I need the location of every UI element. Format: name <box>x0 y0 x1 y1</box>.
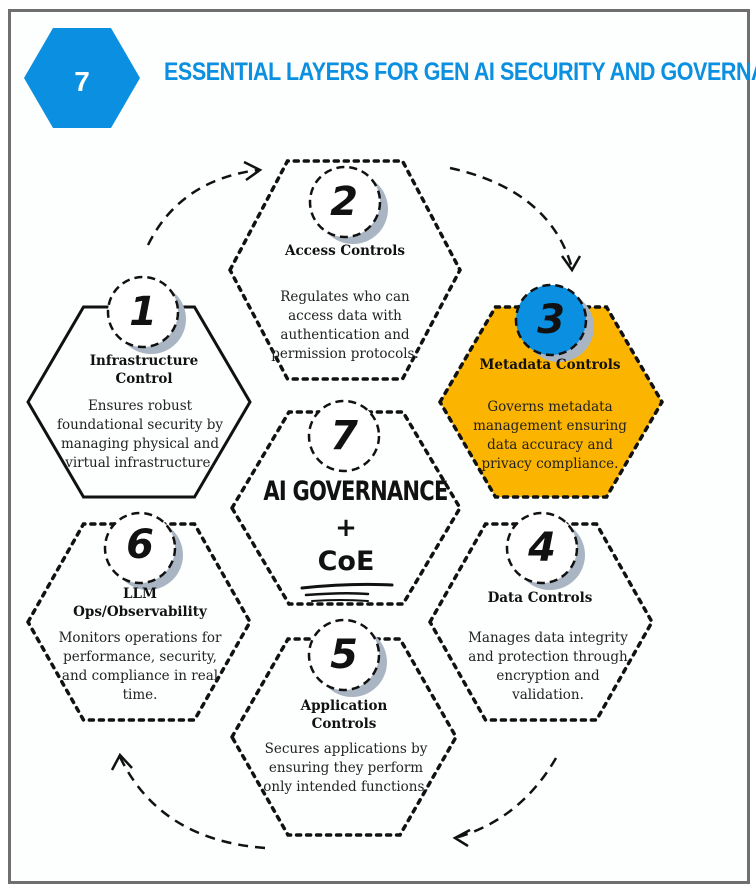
number-circle-6 <box>103 511 177 585</box>
number-circle-center <box>307 399 381 473</box>
layer-2-title: Access Controls <box>284 243 406 259</box>
page-title: ESSENTIAL LAYERS FOR GEN AI SECURITY AND… <box>164 58 756 86</box>
center-number: 7 <box>330 413 358 459</box>
hex-layer-6 <box>25 522 253 722</box>
center-line-3: CoE <box>317 546 375 577</box>
layer-5-description: Secures applications by ensuring they pe… <box>263 741 429 795</box>
layer-1-title: Infrastructure Control <box>89 353 199 387</box>
layer-1-description: Ensures robust foundational security by … <box>57 398 223 471</box>
cycle-arrow-top-left <box>146 168 259 246</box>
number-circle-1 <box>106 275 180 349</box>
layer-3-number: 3 <box>537 297 565 343</box>
layer-2-description: Regulates who can access data with authe… <box>271 289 419 362</box>
title-badge-hexagon <box>24 28 140 128</box>
cycle-arrow-bottom-right <box>454 757 558 840</box>
arrowhead-top-left <box>243 160 263 182</box>
hex-layer-4 <box>427 522 655 722</box>
layer-5-number: 5 <box>330 632 358 678</box>
layer-6-number: 6 <box>126 522 154 568</box>
cycle-arrow-bottom-left <box>118 756 266 850</box>
layer-3-title: Metadata Controls <box>479 357 621 373</box>
hex-layer-1 <box>26 305 252 499</box>
hex-layer-2 <box>228 159 462 381</box>
layer-4-title: Data Controls <box>487 590 593 606</box>
number-circle-4 <box>505 511 579 585</box>
number-circle-5 <box>307 618 381 692</box>
layer-4-number: 4 <box>528 525 556 571</box>
arrowhead-top-right <box>560 255 582 273</box>
arrowhead-bottom-left <box>110 752 133 771</box>
cycle-arrow-top-right <box>449 166 574 269</box>
number-circle-3 <box>514 283 588 357</box>
number-circle-2 <box>308 165 382 239</box>
underline-strokes <box>300 582 394 602</box>
layer-4-description: Manages data integrity and protection th… <box>468 630 628 703</box>
center-line-1: AI GOVERNANCE <box>263 476 448 507</box>
arrowhead-bottom-right <box>452 828 471 848</box>
hex-layer-5 <box>229 637 459 837</box>
hex-center <box>229 410 463 606</box>
badge-number: 7 <box>74 66 90 97</box>
hex-layer-3 <box>437 305 665 499</box>
layer-6-description: Monitors operations for performance, sec… <box>58 630 222 703</box>
layer-2-number: 2 <box>330 179 358 225</box>
layer-6-title: LLM Ops/Observability <box>73 586 207 620</box>
layer-5-title: Application Controls <box>300 698 388 732</box>
center-line-2: + <box>335 513 357 543</box>
layer-3-description: Governs metadata management ensuring dat… <box>473 399 627 472</box>
layer-1-number: 1 <box>129 289 157 335</box>
